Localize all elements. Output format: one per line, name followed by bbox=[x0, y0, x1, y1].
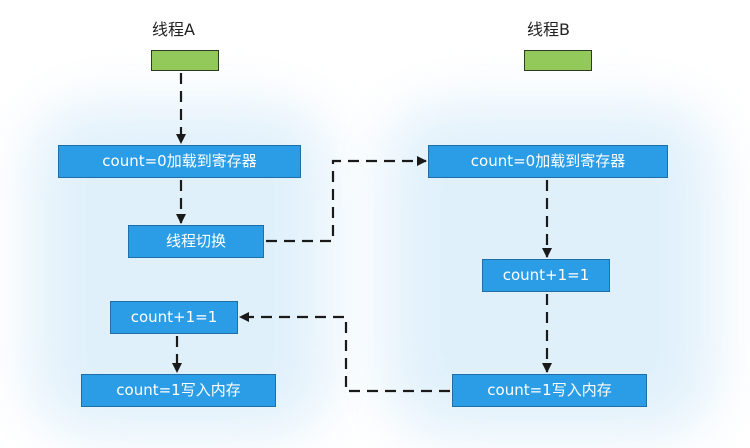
thread-a-load-register-step: count=0加载到寄存器 bbox=[58, 145, 301, 178]
thread-a-title: 线程A bbox=[152, 20, 195, 39]
arrow-thread-b-back-to-a bbox=[239, 312, 450, 393]
thread-b-marker bbox=[524, 50, 592, 71]
thread-a-marker bbox=[151, 50, 219, 71]
thread-b-title: 线程B bbox=[527, 20, 570, 39]
thread-a-switch-step: 线程切换 bbox=[128, 225, 264, 258]
thread-a-write-memory-step: count=1写入内存 bbox=[81, 374, 276, 407]
arrow-switch-to-thread-b bbox=[266, 156, 427, 243]
thread-b-load-register-step: count=0加载到寄存器 bbox=[428, 145, 668, 178]
thread-a-increment-step: count+1=1 bbox=[110, 301, 238, 334]
thread-b-increment-step: count+1=1 bbox=[482, 259, 610, 292]
thread-b-write-memory-step: count=1写入内存 bbox=[452, 374, 647, 407]
